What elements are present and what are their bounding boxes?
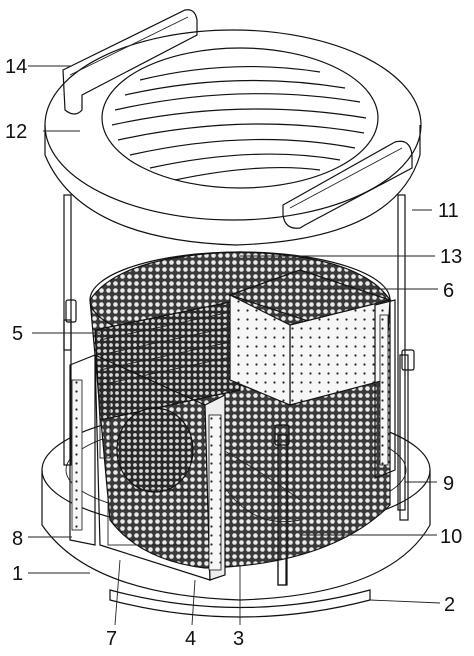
label-8: 8 [12, 528, 23, 550]
label-13: 13 [440, 246, 462, 268]
support-rods-front [63, 299, 415, 586]
top-lid [44, 29, 422, 246]
handle-right [282, 140, 413, 229]
front-frame [69, 354, 226, 581]
part-labels: 14 12 11 13 6 5 9 10 8 1 2 7 4 3 [5, 56, 462, 650]
leader-lines [28, 65, 441, 626]
label-1: 1 [12, 563, 23, 585]
label-7: 7 [106, 628, 117, 650]
vent-slats [111, 65, 367, 181]
label-3: 3 [233, 628, 244, 650]
label-11: 11 [438, 200, 459, 222]
label-9: 9 [443, 473, 454, 495]
label-4: 4 [185, 628, 196, 650]
label-2: 2 [444, 594, 455, 616]
radiator-fins [94, 299, 241, 421]
label-10: 10 [440, 526, 462, 548]
label-5: 5 [12, 323, 23, 345]
handle-left [62, 9, 198, 115]
top-vent [101, 47, 379, 189]
label-14: 14 [5, 56, 27, 78]
label-12: 12 [5, 121, 27, 143]
side-bracket-right [374, 299, 396, 479]
label-6: 6 [443, 280, 454, 302]
